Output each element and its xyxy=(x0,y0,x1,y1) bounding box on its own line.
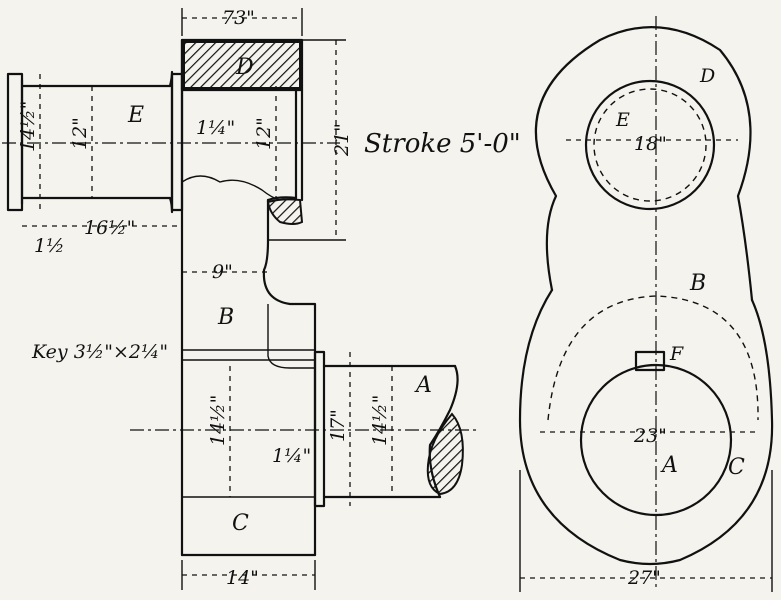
label-C: C xyxy=(232,511,249,536)
crank-pin-E xyxy=(6,70,184,214)
crank-body xyxy=(180,38,317,557)
dim-eye-18: 18" xyxy=(634,133,667,155)
label-A: A xyxy=(414,373,432,398)
dim-collar-1-25-b: 1¼" xyxy=(272,445,311,467)
label-D: D xyxy=(235,55,254,80)
dim-flange-1-5: 1½ xyxy=(34,235,65,257)
dim-shaft-17: 17" xyxy=(327,409,349,442)
dim-boss-21: 21" xyxy=(331,123,353,157)
dim-pin-14-5: 14½" xyxy=(17,101,39,152)
label-F: F xyxy=(669,343,684,365)
dim-outer-27: 27" xyxy=(627,567,661,589)
dim-bore-23: 23" xyxy=(633,425,667,447)
crank-side-view xyxy=(518,16,774,592)
label-B-right: B xyxy=(689,271,706,296)
dim-pin-12: 12" xyxy=(69,117,91,150)
section-bush-hatch xyxy=(266,198,304,225)
label-E-right: E xyxy=(615,109,630,131)
dimension-lines-left xyxy=(22,8,393,590)
label-E: E xyxy=(127,103,144,128)
section-D-hatch xyxy=(183,41,301,89)
dim-shaft-14-5-right: 14½" xyxy=(369,395,391,446)
dim-web-9: 9" xyxy=(212,261,233,283)
dim-shaft-14-5-left: 14½" xyxy=(207,395,229,446)
label-B: B xyxy=(217,305,234,330)
stroke-note: Stroke 5'-0" xyxy=(364,129,521,159)
key-note: Key 3½"×2¼" xyxy=(31,341,168,363)
dim-pin-length: 16½" xyxy=(84,217,135,239)
dim-boss-12: 12" xyxy=(253,117,275,150)
label-D-right: D xyxy=(699,65,715,87)
dim-collar-1-25: 1¼" xyxy=(196,117,235,139)
dim-width-top: 73" xyxy=(222,7,255,29)
label-C-right: C xyxy=(728,455,745,480)
label-A-right: A xyxy=(660,453,678,478)
dim-width-14: 14" xyxy=(226,567,259,589)
shaft-A xyxy=(313,350,464,508)
